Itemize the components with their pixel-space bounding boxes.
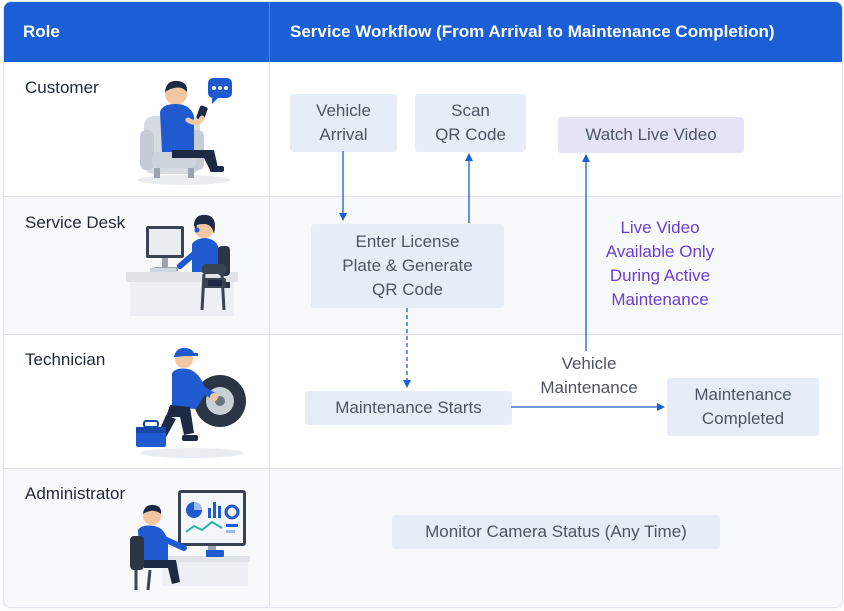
customer-on-phone-illustration — [138, 78, 232, 185]
step-scan-qr-code: Scan QR Code — [415, 94, 526, 152]
role-label-service-desk: Service Desk — [25, 213, 126, 232]
column-divider — [269, 62, 270, 607]
technician-with-tire-illustration — [136, 347, 246, 458]
step-maintenance-starts: Maintenance Starts — [305, 391, 512, 425]
service-desk-agent-illustration — [126, 214, 238, 316]
workflow-connectors — [339, 151, 665, 411]
step-vehicle-arrival: Vehicle Arrival — [290, 94, 397, 152]
row-divider — [4, 468, 842, 469]
row-divider — [4, 196, 842, 197]
role-label-technician: Technician — [25, 350, 106, 369]
header-divider — [269, 2, 270, 62]
step-enter-license-plate: Enter License Plate & Generate QR Code — [311, 224, 504, 308]
step-watch-live-video: Watch Live Video — [558, 117, 744, 153]
role-column-header: Role — [4, 2, 269, 62]
step-monitor-camera-status: Monitor Camera Status (Any Time) — [392, 515, 720, 549]
row-divider — [4, 334, 842, 335]
vehicle-maintenance-label: Vehicle Maintenance — [540, 354, 638, 397]
administrator-at-monitor-illustration — [130, 490, 250, 591]
role-label-customer: Customer — [25, 78, 99, 97]
workflow-column-header: Service Workflow (From Arrival to Mainte… — [270, 2, 842, 62]
step-maintenance-completed: Maintenance Completed — [667, 378, 819, 436]
live-video-note: Live Video Available Only During Active … — [605, 218, 715, 309]
workflow-table: Role Service Workflow (From Arrival to M… — [3, 1, 843, 608]
role-label-administrator: Administrator — [25, 484, 126, 503]
